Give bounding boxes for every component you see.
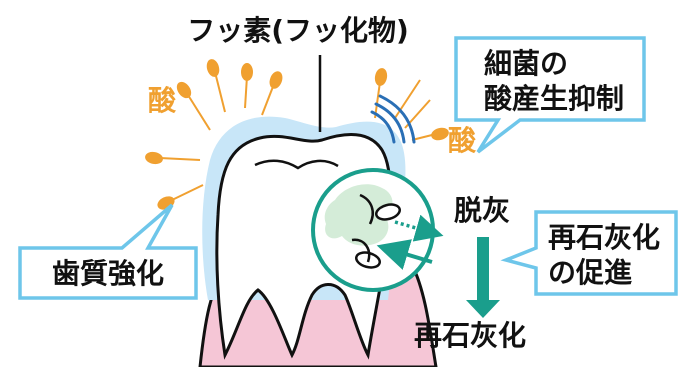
callout-enamel: 歯質強化	[18, 203, 198, 300]
remineralization-label: 再石灰化	[414, 319, 526, 352]
down-arrow-shaft	[477, 237, 489, 307]
blocking-waves-icon	[370, 94, 416, 144]
diagram-title: フッ素(フッ化物)	[187, 14, 409, 47]
remineralization-arrow-in	[376, 239, 433, 270]
callout-bacteria-line1: 細菌の	[484, 47, 568, 80]
callout-remin-line1: 再石灰化	[548, 221, 660, 254]
callout-remin: 再石灰化 の促進	[500, 210, 678, 296]
callout-enamel-text: 歯質強化	[52, 257, 164, 290]
acid-drops-left	[145, 59, 283, 210]
acid-label-right: 酸	[448, 124, 477, 157]
callout-remin-line2: の促進	[548, 256, 632, 289]
demineralization-arrow	[394, 214, 444, 242]
callout-bacteria-line2: 酸産生抑制	[484, 82, 624, 115]
crystal-structure	[324, 184, 401, 269]
demineralization-label: 脱灰	[454, 194, 510, 227]
acid-label-left: 酸	[148, 84, 177, 117]
down-arrow-head	[466, 300, 500, 318]
tooth-groove	[254, 159, 339, 170]
callout-bacteria: 細菌の 酸産生抑制	[454, 36, 646, 154]
acid-drops-right	[374, 68, 449, 141]
